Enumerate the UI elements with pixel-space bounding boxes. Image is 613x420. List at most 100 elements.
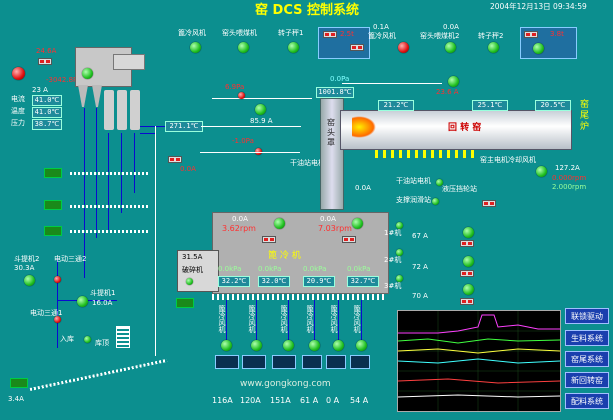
conveyor-motor-icon[interactable] <box>44 168 62 178</box>
pipe <box>155 126 156 356</box>
control-toggle-icon[interactable] <box>38 58 52 65</box>
control-toggle-icon[interactable] <box>168 156 182 163</box>
hoist-value: 30.3A <box>14 264 35 272</box>
fan-status-led[interactable] <box>356 340 367 351</box>
fan-label: 篦冷风机 <box>218 305 226 333</box>
valve-icon[interactable] <box>238 92 245 99</box>
fan-status-led[interactable] <box>398 42 409 53</box>
silo-led[interactable] <box>84 336 91 343</box>
drive-status-led[interactable] <box>436 179 443 186</box>
nav-batching-button[interactable]: 配料系统 <box>565 393 609 409</box>
feeder-motor-led[interactable] <box>463 256 474 267</box>
control-toggle-icon[interactable] <box>460 298 474 305</box>
feeder-motor-led[interactable] <box>463 227 474 238</box>
conveyor-motor-icon[interactable] <box>10 378 28 388</box>
filter-status-led[interactable] <box>82 68 93 79</box>
fan-current: 0 A <box>326 396 340 405</box>
current-readout: 0.0A <box>355 184 371 192</box>
crusher-current: 31.5A <box>182 253 203 261</box>
fan-status-led[interactable] <box>190 42 201 53</box>
hoist-status-led[interactable] <box>24 275 35 286</box>
motor-current: 24.6A <box>36 47 57 55</box>
pipe <box>256 300 257 340</box>
control-toggle-icon[interactable] <box>323 31 337 38</box>
label: 液压挡轮站 <box>442 185 477 193</box>
screw-conveyor <box>70 172 150 175</box>
hopper-icon <box>78 85 88 107</box>
motor-status-led[interactable] <box>12 67 25 80</box>
pipe <box>140 126 165 127</box>
tee-valve-icon[interactable] <box>54 316 61 323</box>
fan-label: 篦冷风机 <box>330 305 338 333</box>
pipe <box>201 126 301 127</box>
cooler-status-led[interactable] <box>274 218 285 229</box>
conveyor-motor-icon[interactable] <box>44 226 62 236</box>
fan-status-led[interactable] <box>533 43 544 54</box>
fan-current: 54 A <box>350 396 369 405</box>
nav-new-kiln-button[interactable]: 新回转窑 <box>565 372 609 388</box>
silo-icon <box>116 326 130 348</box>
nav-interlock-button[interactable]: 联锁驱动 <box>565 308 609 324</box>
pipe <box>134 133 135 193</box>
kiln-current: 23.6 A <box>436 88 459 96</box>
fan-status-led[interactable] <box>238 42 249 53</box>
filter-row-value: 41.0℃ <box>32 107 62 118</box>
nav-raw-material-button[interactable]: 生料系统 <box>565 330 609 346</box>
fan-status-led[interactable] <box>445 42 456 53</box>
fan-status-led[interactable] <box>288 42 299 53</box>
fan-status-led[interactable] <box>221 340 232 351</box>
label: 窑主电机冷却风机 <box>480 156 536 164</box>
pressure-readout: 6.9Pa <box>225 83 245 91</box>
fan-status-led[interactable] <box>251 340 262 351</box>
hoist-status-led[interactable] <box>77 296 88 307</box>
control-toggle-icon[interactable] <box>460 270 474 277</box>
filter-row-value: 38.7℃ <box>32 119 62 130</box>
fan-current-box <box>272 355 296 369</box>
feeder-status-led[interactable] <box>396 222 403 229</box>
conveyor-motor-icon[interactable] <box>176 298 194 308</box>
fan-status-led[interactable] <box>283 340 294 351</box>
pipe <box>338 300 339 340</box>
kiln-head-temp: 271.1℃ <box>165 121 203 132</box>
motor-status-led[interactable] <box>448 76 459 87</box>
motor-status-led[interactable] <box>536 166 547 177</box>
control-toggle-icon[interactable] <box>524 31 538 38</box>
fan-status-led[interactable] <box>488 42 499 53</box>
tee-valve-icon[interactable] <box>54 276 61 283</box>
conveyor-motor-icon[interactable] <box>44 200 62 210</box>
crusher-status-led[interactable] <box>186 278 193 285</box>
drive-status-led[interactable] <box>432 198 439 205</box>
filter-row-value: 41.0℃ <box>32 95 62 106</box>
kiln-rpm: 2.000rpm <box>552 183 587 191</box>
fan-status-led[interactable] <box>333 340 344 351</box>
valve-icon[interactable] <box>255 148 262 155</box>
kiln-hood <box>320 98 344 210</box>
motor-status-led[interactable] <box>255 104 266 115</box>
control-toggle-icon[interactable] <box>342 236 356 243</box>
control-toggle-icon[interactable] <box>262 236 276 243</box>
bucket-elevator <box>29 358 190 396</box>
control-toggle-icon[interactable] <box>482 200 496 207</box>
fan-current: 151A <box>270 396 291 405</box>
fan-status-led[interactable] <box>309 340 320 351</box>
nav-kiln-tail-button[interactable]: 窑尾系统 <box>565 351 609 367</box>
fan-label: 窑头喂煤机 <box>222 29 257 37</box>
pipe <box>108 133 109 233</box>
feeder-status-led[interactable] <box>396 249 403 256</box>
fan-current-box <box>242 355 266 369</box>
control-toggle-icon[interactable] <box>460 240 474 247</box>
feeder-status-led[interactable] <box>396 275 403 282</box>
fan-current: 120A <box>240 396 261 405</box>
trend-chart[interactable] <box>397 310 561 412</box>
feeder-motor-led[interactable] <box>463 284 474 295</box>
feeder-current: 70 A <box>412 292 428 300</box>
page-title: 窑 DCS 控制系统 <box>255 3 359 18</box>
hoist-label: 库顶 <box>95 339 109 347</box>
cooler-status-led[interactable] <box>352 218 363 229</box>
pipe <box>342 83 442 84</box>
flame-icon <box>352 116 376 138</box>
control-toggle-icon[interactable] <box>350 44 364 51</box>
chamber-temp: 32.7℃ <box>347 276 379 287</box>
chamber-temp: 32.2℃ <box>218 276 250 287</box>
